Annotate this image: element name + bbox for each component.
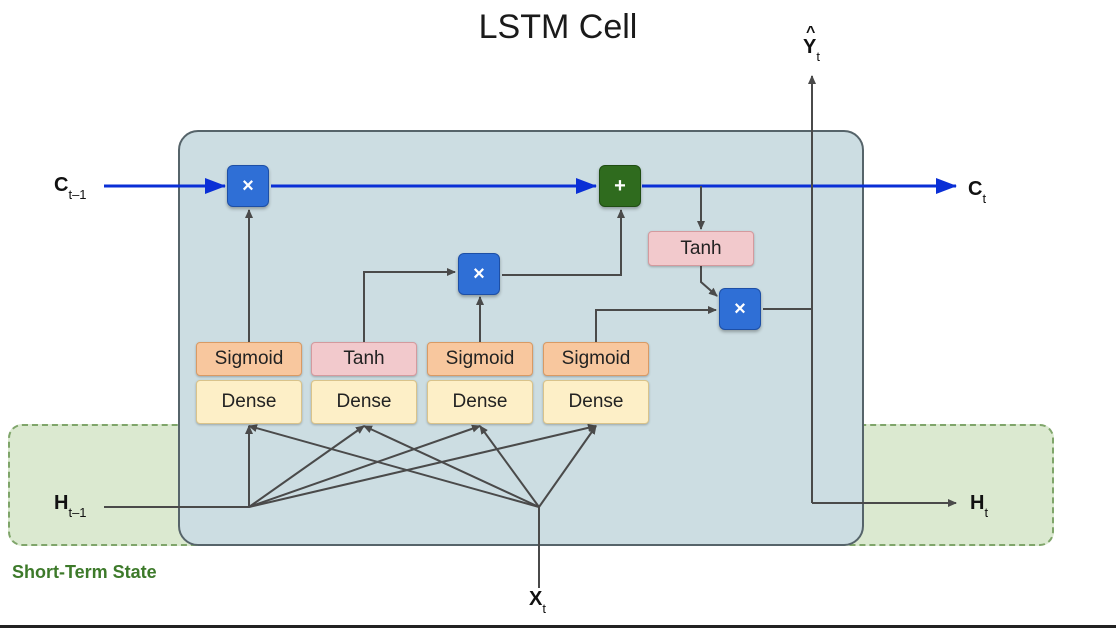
bottom-border [0, 625, 1116, 628]
x-input-label: Xt [529, 588, 546, 616]
candidate-tanh: Tanh [311, 342, 417, 376]
diagram-title: LSTM Cell [478, 8, 638, 46]
input-gate-dense: Dense [427, 380, 533, 424]
output-gate-dense: Dense [543, 380, 649, 424]
c-prev-label: Ct–1 [54, 174, 87, 202]
forget-gate-dense: Dense [196, 380, 302, 424]
short-term-state-label: Short-Term State [12, 562, 157, 582]
output-multiply-op: × [719, 288, 761, 330]
output-gate-sigmoid: Sigmoid [543, 342, 649, 376]
input-multiply-op: × [458, 253, 500, 295]
c-output-label: Ct [968, 178, 987, 206]
input-gate-sigmoid: Sigmoid [427, 342, 533, 376]
candidate-dense: Dense [311, 380, 417, 424]
forget-multiply-op: × [227, 165, 269, 207]
cell-add-op: + [599, 165, 641, 207]
forget-gate-sigmoid: Sigmoid [196, 342, 302, 376]
y-output-label: Yt [803, 36, 820, 64]
h-prev-label: Ht–1 [54, 492, 87, 520]
y-hat-caret: ^ [806, 24, 816, 41]
cell-state-tanh: Tanh [648, 231, 754, 266]
gate-connectors [104, 75, 957, 588]
h-output-label: Ht [970, 492, 989, 520]
